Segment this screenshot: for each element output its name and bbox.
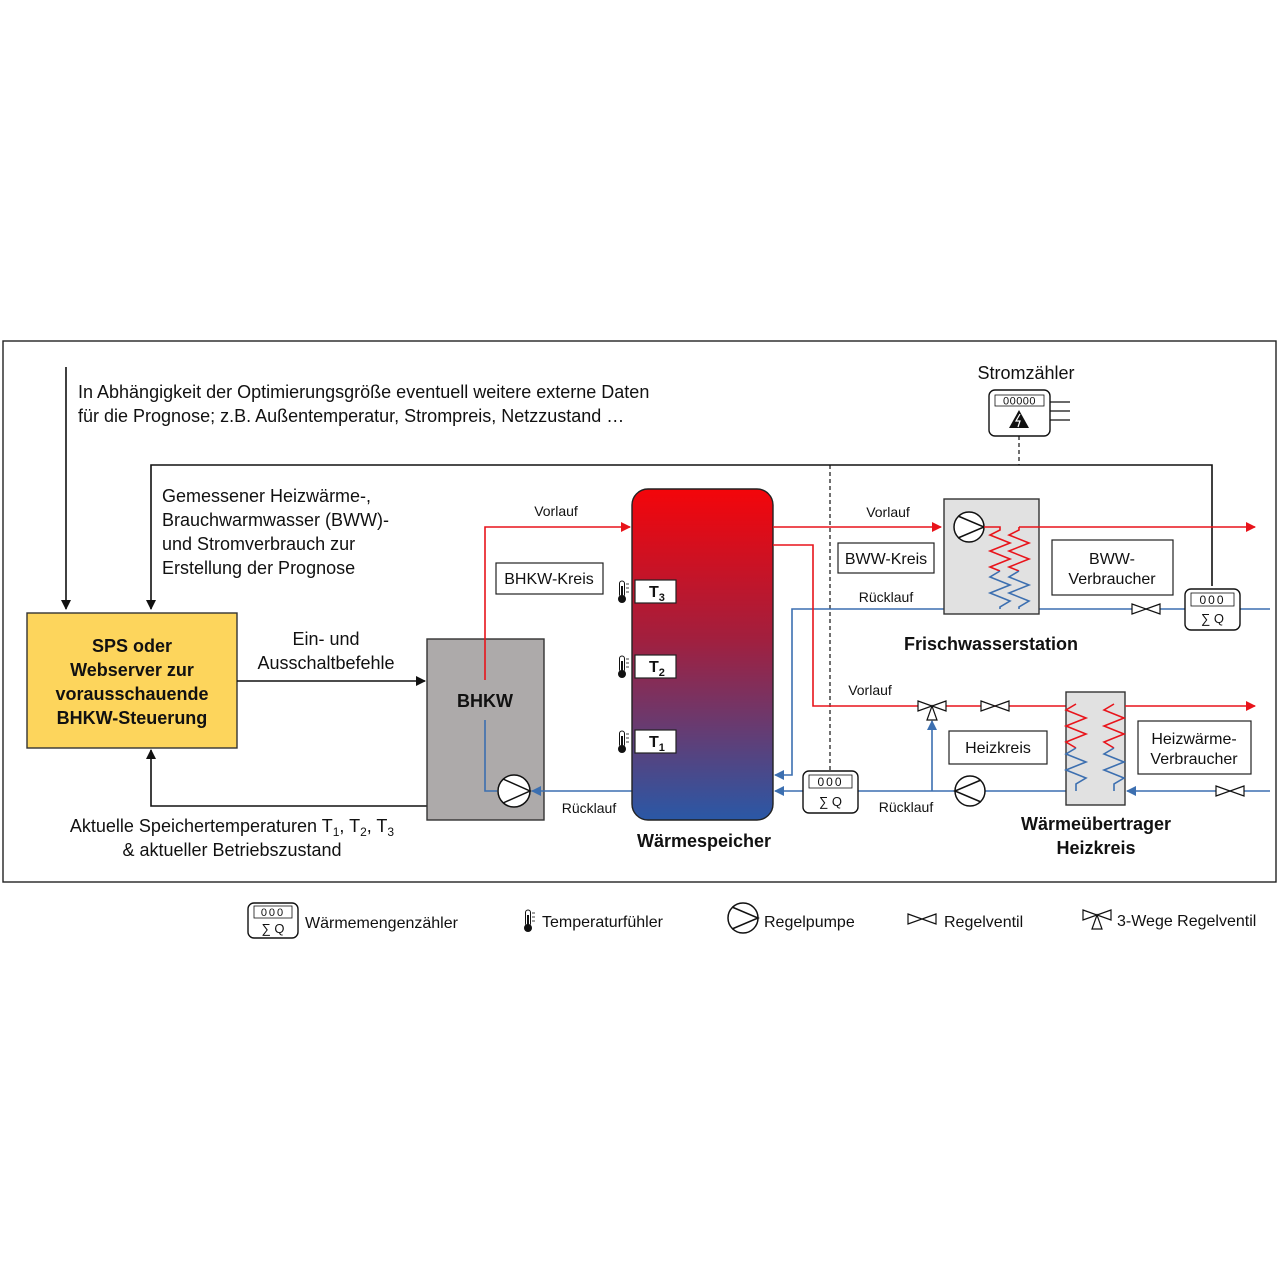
bww-vorlauf-label: Vorlauf	[866, 504, 910, 520]
svg-text:00000: 00000	[1003, 396, 1036, 408]
thermometer-icon	[618, 730, 629, 753]
power-meter-label: Stromzähler	[977, 363, 1074, 383]
bww-circuit-label: BWW-Kreis	[845, 551, 927, 568]
legend-pump-label: Regelpumpe	[764, 914, 855, 931]
sensor-t3-box	[634, 579, 677, 604]
sensor-t3-label: T3	[649, 584, 665, 604]
storage-label: Wärmespeicher	[637, 831, 771, 851]
svg-text:000: 000	[817, 775, 843, 789]
heating-circuit-box	[948, 730, 1048, 765]
legend-three-way-valve-icon	[1082, 909, 1112, 930]
svg-text:∑ Q: ∑ Q	[262, 921, 285, 936]
heating-circuit-label: Heizkreis	[965, 740, 1031, 757]
legend-heat-meter-icon: 000 ∑ Q	[247, 902, 299, 939]
bww-consumer-text-1: BWW-	[1089, 551, 1135, 568]
three-way-valve-icon	[917, 700, 947, 721]
legend-thermometer-icon	[524, 909, 535, 932]
thermometer-icon	[618, 655, 629, 678]
heat-exchanger-label-2: Heizkreis	[1056, 838, 1135, 858]
controller-box	[26, 612, 238, 749]
heating-supply-pipe-from-tank	[773, 544, 918, 707]
power-meter-icon: 00000	[988, 389, 1070, 437]
external-data-text-2: für die Prognose; z.B. Außentemperatur, …	[78, 406, 624, 426]
sensor-t2-label: T2	[649, 659, 665, 679]
controller-text-3: vorausschauende	[55, 684, 208, 704]
legend-heat-meter-label: Wärmemengenzähler	[305, 915, 459, 932]
controller-text-2: Webserver zur	[70, 660, 194, 680]
bww-consumer-text-2: Verbraucher	[1068, 571, 1156, 588]
measured-text-2: Brauchwarmwasser (BWW)-	[162, 510, 389, 530]
bww-ruecklauf-label: Rücklauf	[859, 589, 914, 605]
measurement-feedback-line	[146, 464, 1213, 610]
heat-exchanger-label-1: Wärmeübertrager	[1021, 814, 1171, 834]
heating-vorlauf-label: Vorlauf	[848, 682, 892, 698]
measured-text-1: Gemessener Heizwärme-,	[162, 486, 371, 506]
bhkw-label: BHKW	[457, 691, 513, 711]
heat-consumer-box	[1137, 720, 1252, 775]
bww-consumer-box	[1051, 539, 1174, 596]
bww-control-valve-icon	[1131, 603, 1161, 615]
heat-exchanger-coil-cold	[1063, 747, 1127, 791]
return-heat-meter-icon: 000 ∑ Q	[802, 770, 859, 814]
fresh-water-pump-icon	[953, 511, 986, 543]
heat-consumer-text-2: Verbraucher	[1150, 751, 1238, 768]
bww-heat-meter-icon: 000 ∑ Q	[1184, 588, 1241, 631]
legend-temp-sensor-label: Temperaturfühler	[542, 914, 664, 931]
fresh-water-station-label: Frischwasserstation	[904, 634, 1078, 654]
bhkw-internal-return	[484, 720, 497, 792]
svg-text:000: 000	[261, 907, 285, 919]
temperatures-text-1: Aktuelle Speichertemperaturen T1, T2, T3	[70, 816, 395, 839]
controller-text-1: SPS oder	[92, 636, 172, 656]
consumer-control-valve-icon	[1215, 785, 1245, 797]
heat-exchanger-coil-hot	[1063, 703, 1127, 749]
legend-valve-icon	[907, 913, 937, 925]
bww-return-pipe	[774, 608, 1040, 780]
bhkw-vorlauf-label: Vorlauf	[534, 503, 578, 519]
bhkw-ruecklauf-label: Rücklauf	[562, 800, 617, 816]
fresh-water-hx-coil-cold	[987, 570, 1032, 609]
external-data-text-1: In Abhängigkeit der Optimierungsgröße ev…	[78, 382, 649, 402]
controller-text-4: BHKW-Steuerung	[57, 708, 208, 728]
legend-valve-label: Regelventil	[944, 914, 1023, 931]
heat-consumer-text-1: Heizwärme-	[1151, 731, 1236, 748]
svg-text:∑ Q: ∑ Q	[819, 794, 842, 809]
temperature-feedback-line	[146, 749, 427, 807]
heating-ruecklauf-label: Rücklauf	[879, 799, 934, 815]
command-text-1: Ein- und	[292, 629, 359, 649]
measured-text-4: Erstellung der Prognose	[162, 558, 355, 578]
sensor-t1-label: T1	[649, 734, 665, 754]
legend-pump-icon	[727, 902, 760, 934]
diagram-frame	[2, 340, 1277, 883]
bhkw-supply-pipe	[484, 522, 631, 680]
thermometer-icon	[618, 580, 629, 603]
svg-text:∑ Q: ∑ Q	[1201, 611, 1224, 626]
command-text-2: Ausschaltbefehle	[257, 653, 394, 673]
sensor-t2-box	[634, 654, 677, 679]
bhkw-pump-icon	[497, 774, 532, 808]
heating-pump-icon	[953, 775, 986, 807]
heating-control-valve-icon	[980, 700, 1010, 712]
temperatures-text-2: & aktueller Betriebszustand	[122, 840, 341, 860]
sensor-t1-box	[634, 729, 677, 754]
legend-three-way-valve-label: 3-Wege Regelventil	[1117, 913, 1256, 930]
bhkw-circuit-label: BHKW-Kreis	[504, 571, 594, 588]
bhkw-circuit-box	[495, 562, 604, 595]
svg-text:000: 000	[1199, 593, 1225, 607]
fresh-water-hx-coil-hot	[984, 526, 1032, 572]
bww-circuit-box	[837, 542, 935, 574]
measured-text-3: und Stromverbrauch zur	[162, 534, 355, 554]
